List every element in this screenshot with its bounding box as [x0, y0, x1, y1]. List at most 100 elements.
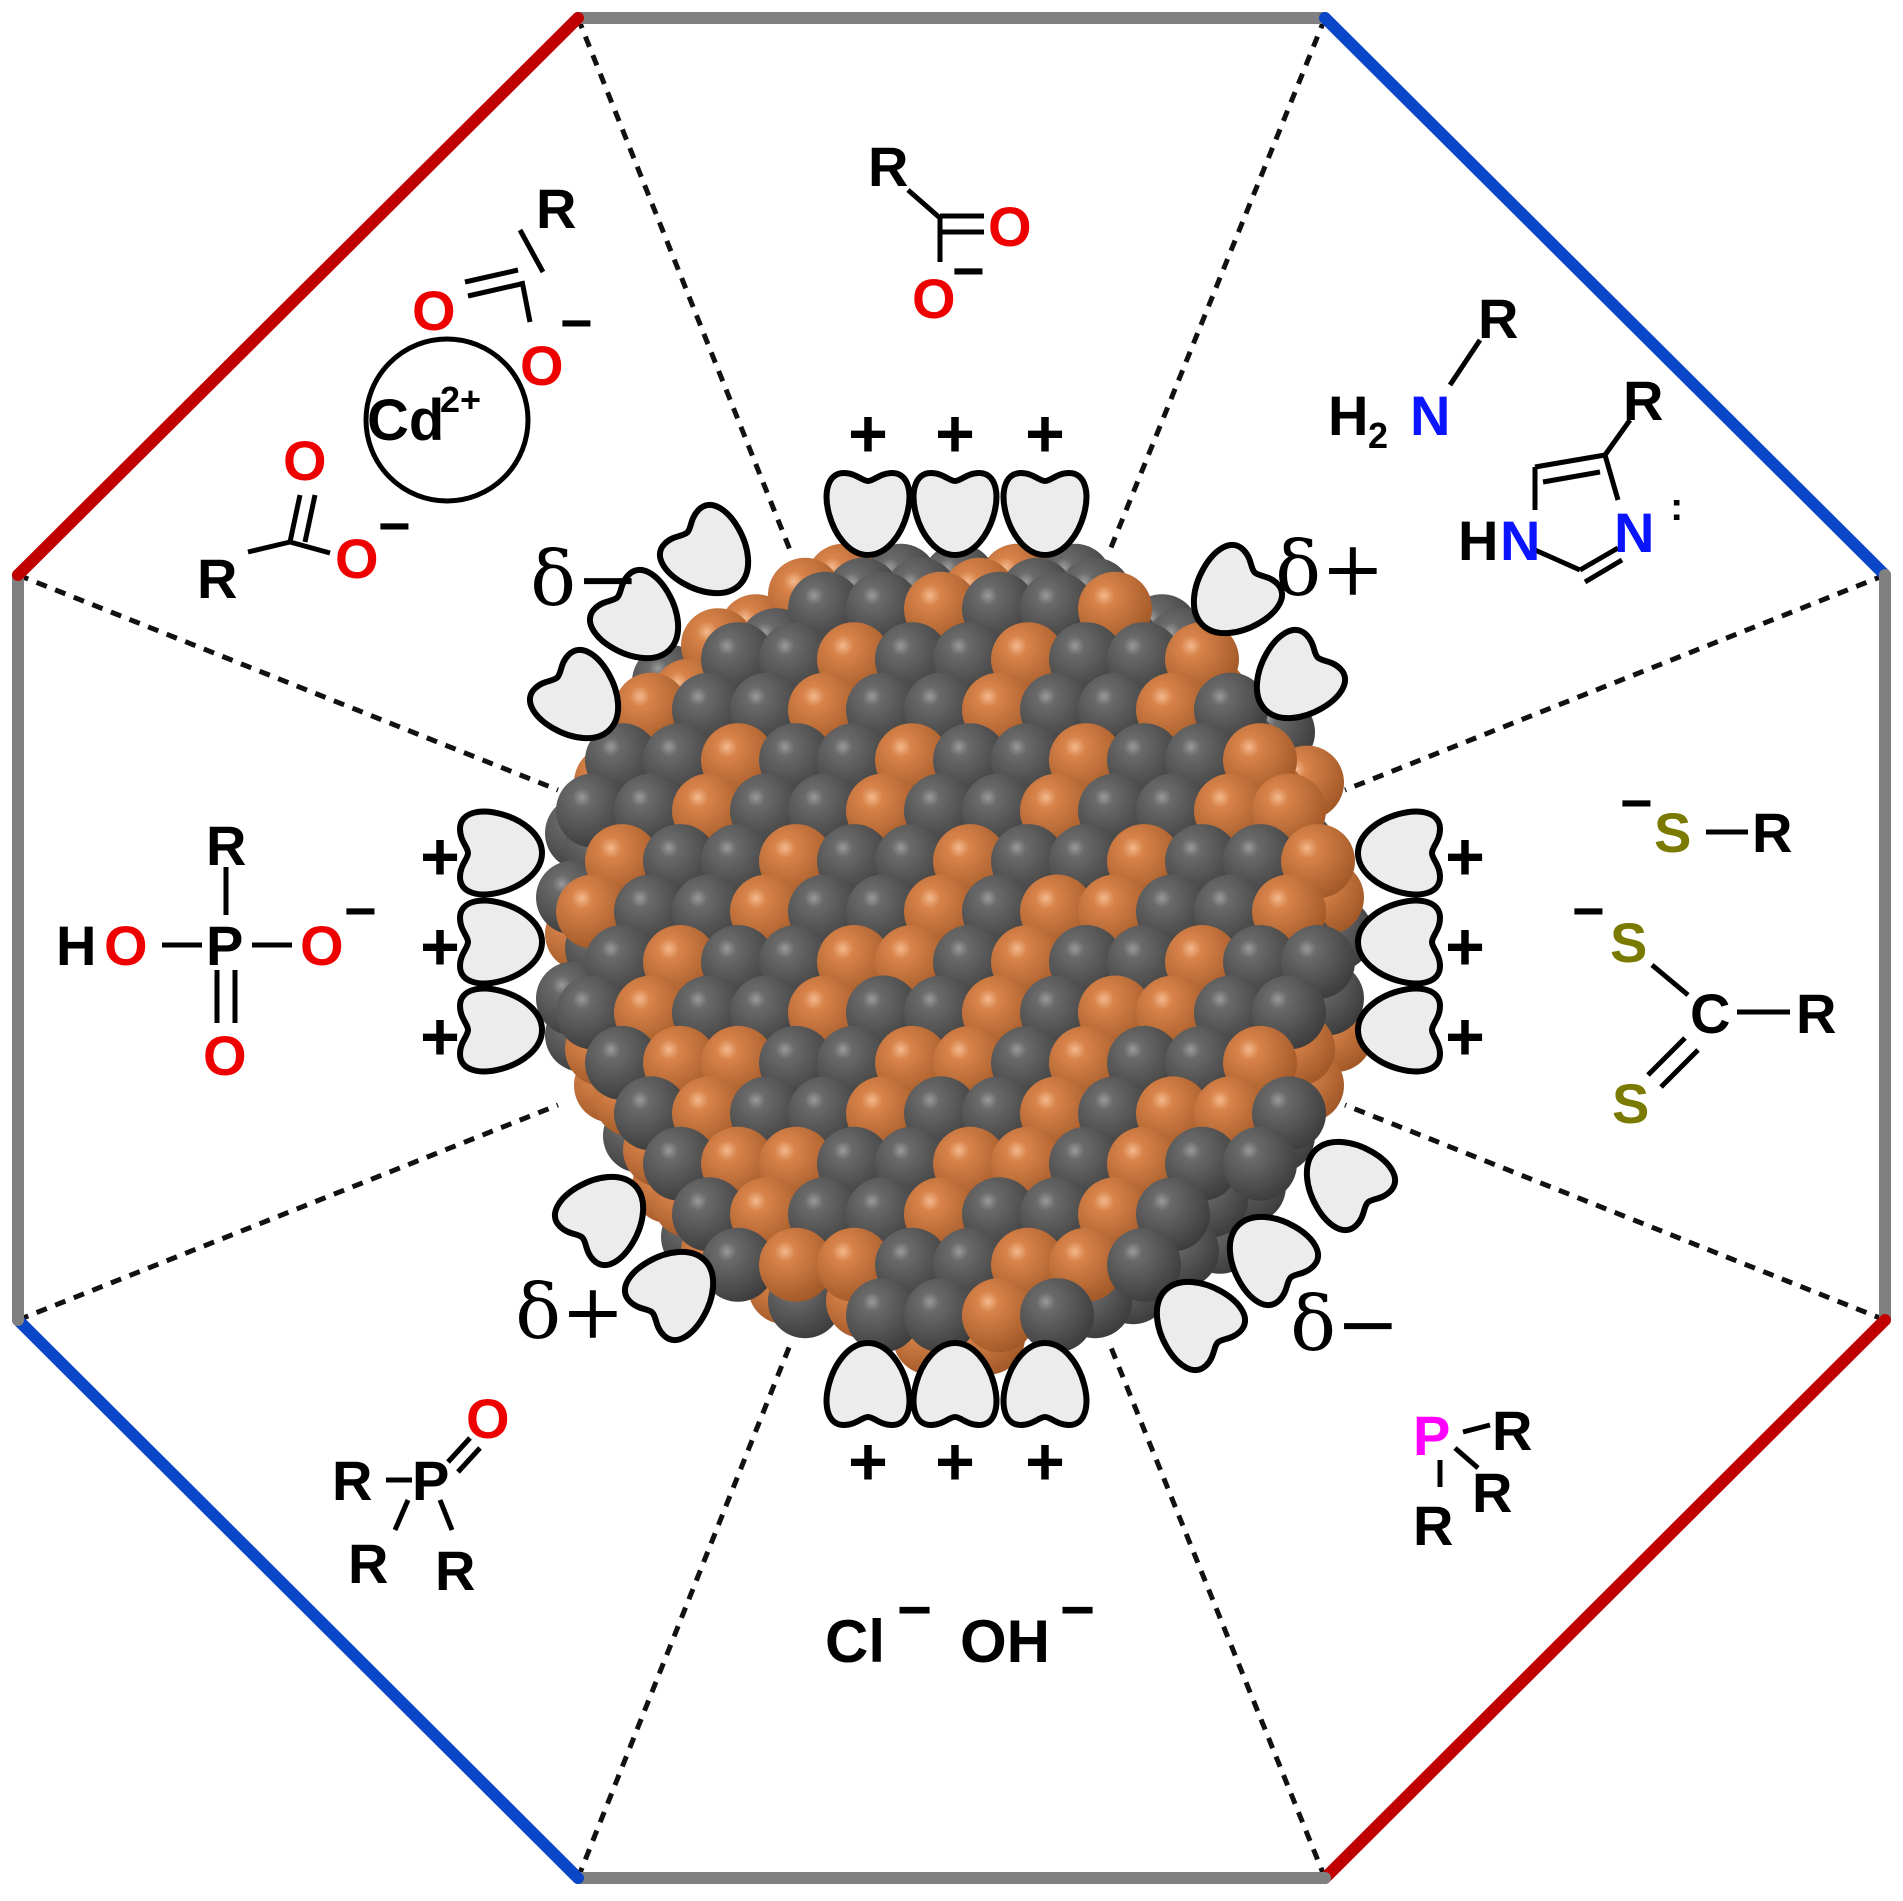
frame-edge-bottom-right: [1319, 1314, 1891, 1884]
cd-atom: [846, 1278, 920, 1353]
phosphonate-o-oh: O: [104, 914, 148, 977]
carboxylate-o-dbl: O: [988, 195, 1032, 258]
phosphonate-r: R: [206, 814, 246, 877]
spoke-right-top: [1344, 572, 1886, 793]
phosphonate-bonds: [162, 867, 292, 1023]
phosphonate-h: H: [56, 914, 96, 977]
cd-carbox-neg-top: −: [560, 291, 593, 354]
cd-carbox-o-neg-bottom: O: [335, 527, 379, 590]
spoke-left-bottom: [17, 1102, 559, 1323]
thiolate-neg: −: [1620, 771, 1653, 834]
chloride-label: Cl: [825, 1608, 885, 1675]
phosphonate-neg: −: [344, 879, 377, 942]
orbital-lobe: [827, 1343, 910, 1425]
phosphine-oxide-r1: R: [332, 1449, 372, 1512]
carboxylate-ligand: R O O −: [868, 135, 1032, 330]
dithio-c: C: [1690, 982, 1730, 1045]
phosphine-r3: R: [1413, 1494, 1453, 1557]
orbital-lobe: [1358, 812, 1440, 895]
amine-r: R: [1478, 287, 1518, 350]
carboxylate-o-neg: O: [912, 267, 956, 330]
orbital-lobe: [1358, 989, 1440, 1072]
phosphine-oxide-o: O: [466, 1387, 510, 1450]
orbital-lobe: [460, 812, 542, 895]
orbital-lobe: [1004, 473, 1087, 555]
phosphine-oxide-r3: R: [435, 1539, 475, 1602]
imidazole-ligand: R H N N :: [1458, 369, 1683, 585]
imidazole-lone-pair: :: [1670, 485, 1683, 529]
imidazole-n2: N: [1614, 501, 1654, 564]
imidazole-n1: N: [1500, 509, 1540, 572]
cd-carbox-r-top: R: [536, 177, 576, 240]
hydroxide-label: OH: [960, 1608, 1050, 1675]
dithio-r: R: [1796, 982, 1836, 1045]
phosphine-r2: R: [1472, 1461, 1512, 1524]
orbital-lobe: [827, 473, 910, 555]
orbital-lobe: [460, 901, 542, 984]
hydroxide-charge: −: [1060, 1576, 1095, 1643]
cd-carbox-r-bottom: R: [197, 547, 237, 610]
cd-atom: [701, 1227, 775, 1302]
phosphonate-ligand: R H O P O − O: [56, 814, 377, 1087]
phosphonate-o-dbl: O: [203, 1024, 247, 1087]
orbital-lobe: [914, 473, 997, 555]
plus-left-3: +: [420, 999, 460, 1075]
cd-atom: [1107, 1227, 1181, 1302]
dithio-s1: S: [1610, 911, 1647, 974]
frame-edge-top-left: [12, 12, 584, 581]
dithio-neg: −: [1572, 879, 1605, 942]
plus-right-3: +: [1445, 999, 1485, 1075]
plus-left-2: +: [420, 909, 460, 985]
amine-h: H: [1328, 384, 1368, 447]
plus-top-3: +: [1025, 396, 1065, 472]
cd-atom: [904, 1278, 978, 1353]
amine-h-sub: 2: [1368, 415, 1388, 456]
plus-bottom-2: +: [935, 1424, 975, 1500]
dithio-bonds: [1646, 963, 1790, 1089]
dithio-s2: S: [1612, 1072, 1649, 1135]
spoke-bottom-right: [1107, 1344, 1328, 1879]
delta-plus-bottom: δ+: [515, 1267, 624, 1356]
amine-bond: [1447, 338, 1483, 387]
imidazole-r: R: [1623, 369, 1663, 432]
phosphine-p: P: [1413, 1404, 1450, 1467]
octagon-frame: [12, 12, 1891, 1884]
cd-ion-circle: [363, 336, 531, 504]
phosphine-oxide-r2: R: [348, 1532, 388, 1595]
nanocrystal-core: [536, 543, 1373, 1375]
plus-top-1: +: [848, 396, 888, 472]
frame-edge-top-right: [1319, 12, 1891, 581]
orbital-lobe: [460, 989, 542, 1072]
phosphine-oxide-ligand: R P O R R: [332, 1387, 510, 1602]
phosphonate-p: P: [206, 914, 243, 977]
phosphine-oxide-bonds: [386, 1436, 482, 1531]
delta-minus-bottom: δ−: [1290, 1279, 1399, 1368]
amine-n: N: [1410, 384, 1450, 447]
plus-bottom-3: +: [1025, 1424, 1065, 1500]
phosphine-oxide-p: P: [412, 1449, 449, 1512]
halide-hydroxide-ligand: Cl − OH −: [825, 1576, 1095, 1675]
thiolate-r: R: [1752, 801, 1792, 864]
cd-carboxylate-ligand: Cd 2+ R O O − O O − R: [197, 177, 593, 610]
phosphine-r1: R: [1492, 1399, 1532, 1462]
cd-atom: [1020, 1278, 1094, 1353]
plus-bottom-1: +: [848, 1424, 888, 1500]
plus-right-1: +: [1445, 819, 1485, 895]
imidazole-bonds: [1532, 418, 1633, 585]
cd-carbox-o-neg-top: O: [520, 334, 564, 397]
thiolate-s: S: [1654, 801, 1691, 864]
chloride-charge: −: [897, 1576, 932, 1643]
surface-charge-labels: + + + + + + + + + + + + δ− δ+ δ+ δ−: [420, 396, 1485, 1500]
phosphine-ligand: P R R R: [1413, 1399, 1532, 1557]
cd-carbox-o-dbl-bottom: O: [283, 429, 327, 492]
thiolate-ligand: − S R: [1620, 771, 1792, 864]
cd-charge: 2+: [440, 379, 481, 420]
carboxylate-r: R: [868, 135, 908, 198]
amine-ligand: R H 2 N: [1328, 287, 1518, 456]
plus-top-2: +: [935, 396, 975, 472]
orbital-lobe: [1358, 901, 1440, 984]
dithio-ligand: − S C R S: [1572, 879, 1836, 1135]
spoke-top-left: [575, 17, 793, 551]
